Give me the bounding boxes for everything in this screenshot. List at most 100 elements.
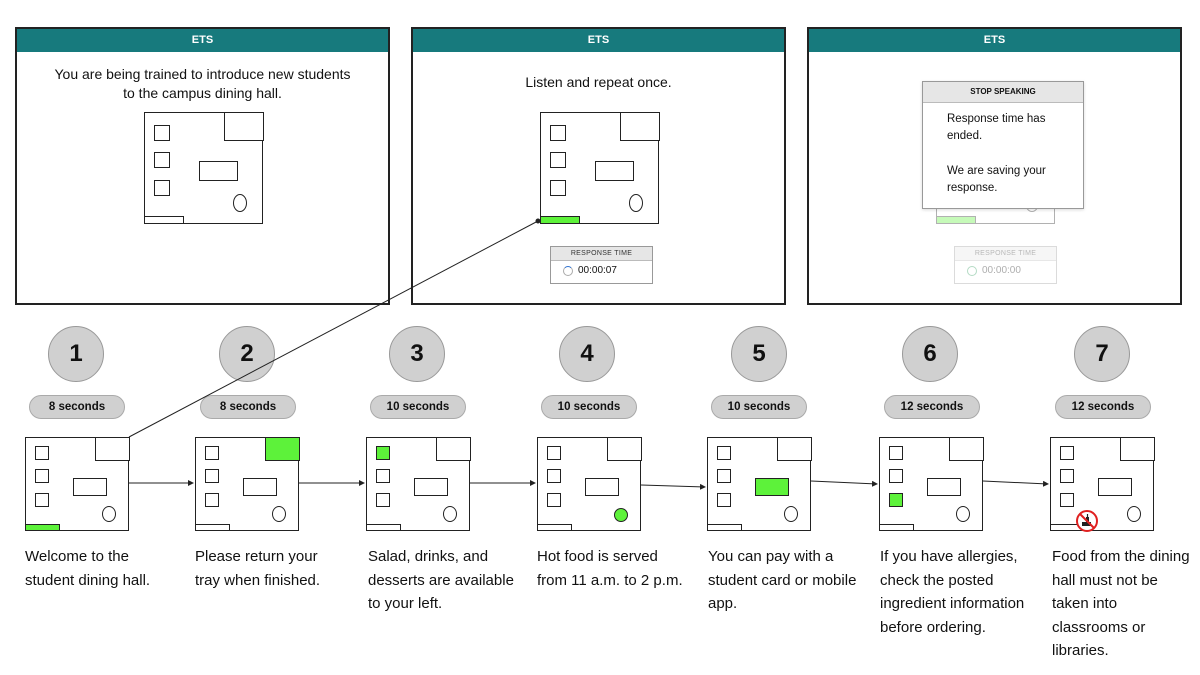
top-right-counter [607, 437, 642, 461]
center-table [1098, 478, 1132, 496]
duration-badge: 12 seconds [884, 395, 980, 419]
top-right-counter [265, 437, 300, 461]
center-table [755, 478, 789, 496]
left-station-bottom [376, 493, 390, 507]
stop-panel: ETS RESPONSE TIME 00:00:00 STOP SPEAKING… [807, 27, 1182, 305]
dining-hall-map [144, 112, 264, 224]
flow-arrow [810, 480, 878, 487]
left-station-top [889, 446, 903, 460]
left-station-middle [717, 469, 731, 483]
listen-panel: ETS Listen and repeat once. RESPONSE TIM… [411, 27, 786, 305]
tray-area [707, 524, 742, 531]
left-station-top [550, 125, 566, 141]
step-map [25, 437, 130, 531]
center-table [585, 478, 619, 496]
round-station [233, 194, 247, 212]
left-station-middle [1060, 469, 1074, 483]
tray-area [540, 216, 580, 224]
top-right-counter [1120, 437, 1155, 461]
loading-spinner-icon [563, 266, 573, 276]
left-station-top [717, 446, 731, 460]
top-right-counter [95, 437, 130, 461]
step-number: 7 [1074, 326, 1130, 382]
duration-badge: 12 seconds [1055, 395, 1151, 419]
response-time-label: RESPONSE TIME [955, 247, 1056, 261]
step-number: 4 [559, 326, 615, 382]
step-caption: Salad, drinks, and desserts are availabl… [368, 548, 514, 612]
dialog-message-2: We are saving your response. [947, 165, 1046, 194]
left-station-bottom [547, 493, 561, 507]
dining-hall-map [540, 112, 660, 224]
left-station-middle [547, 469, 561, 483]
round-station [956, 506, 970, 522]
left-station-top [154, 125, 170, 141]
flow-arrow [640, 483, 706, 490]
step-number: 1 [48, 326, 104, 382]
left-station-bottom [205, 493, 219, 507]
left-station-middle [35, 469, 49, 483]
left-station-middle [889, 469, 903, 483]
step-number: 3 [389, 326, 445, 382]
step-map [537, 437, 642, 531]
loading-spinner-icon [967, 266, 977, 276]
left-station-bottom [1060, 493, 1074, 507]
round-station [784, 506, 798, 522]
round-station [272, 506, 286, 522]
top-right-counter [949, 437, 984, 461]
top-right-counter [620, 112, 660, 141]
dialog-title: STOP SPEAKING [923, 82, 1083, 103]
center-table [595, 161, 634, 181]
step-caption: Please return your tray when finished. [195, 548, 321, 589]
intro-text: You are being trained to introduce new s… [17, 65, 388, 103]
duration-badge: 8 seconds [29, 395, 125, 419]
left-station-bottom [154, 180, 170, 196]
round-station [614, 508, 628, 522]
panel-header: ETS [413, 29, 784, 52]
duration-badge: 10 seconds [541, 395, 637, 419]
round-station [1127, 506, 1141, 522]
center-table [927, 478, 961, 496]
left-station-middle [550, 152, 566, 168]
left-station-bottom [35, 493, 49, 507]
tray-area [879, 524, 914, 531]
flow-arrow [982, 480, 1049, 487]
left-station-top [35, 446, 49, 460]
center-table [199, 161, 238, 181]
top-right-counter [777, 437, 812, 461]
step-caption: If you have allergies, check the posted … [880, 548, 1025, 636]
step-map [1050, 437, 1155, 532]
left-station-middle [376, 469, 390, 483]
intro-line-2: to the campus dining hall. [123, 85, 282, 101]
center-table [414, 478, 448, 496]
duration-badge: 10 seconds [370, 395, 466, 419]
step-caption: Hot food is served from 11 a.m. to 2 p.m… [537, 548, 683, 589]
response-timer: RESPONSE TIME 00:00:07 [550, 246, 653, 284]
step-map [195, 437, 300, 531]
stop-speaking-dialog: STOP SPEAKING Response time has ended. W… [922, 81, 1084, 209]
panel-header: ETS [17, 29, 388, 52]
tray-area [144, 216, 184, 224]
no-food-icon [1076, 510, 1098, 532]
step-caption: Welcome to the student dining hall. [25, 548, 151, 589]
tray-area [537, 524, 572, 531]
response-timer: RESPONSE TIME 00:00:00 [954, 246, 1057, 284]
response-time-value: 00:00:07 [578, 265, 617, 276]
center-table [73, 478, 107, 496]
left-station-top [547, 446, 561, 460]
round-station [102, 506, 116, 522]
left-station-top [205, 446, 219, 460]
duration-badge: 8 seconds [200, 395, 296, 419]
round-station [629, 194, 643, 212]
step-number: 6 [902, 326, 958, 382]
left-station-bottom [889, 493, 903, 507]
response-time-label: RESPONSE TIME [551, 247, 652, 261]
round-station [443, 506, 457, 522]
top-right-counter [436, 437, 471, 461]
tray-area [25, 524, 60, 531]
instruction-text: Listen and repeat once. [525, 74, 672, 90]
left-station-bottom [717, 493, 731, 507]
tray-area [366, 524, 401, 531]
left-station-top [1060, 446, 1074, 460]
dialog-message-1: Response time has ended. [947, 113, 1046, 142]
step-number: 5 [731, 326, 787, 382]
